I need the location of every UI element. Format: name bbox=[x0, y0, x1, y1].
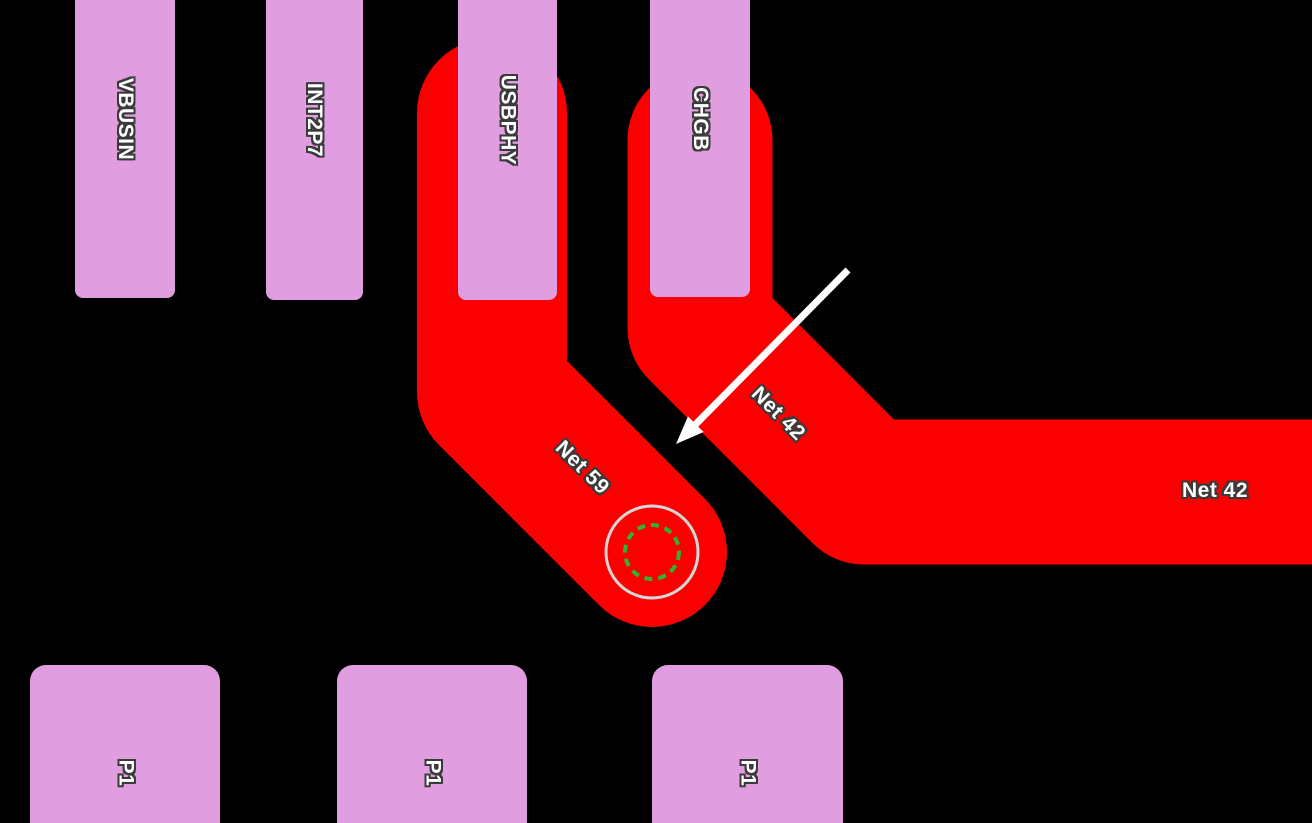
pad-int2p7[interactable]: INT2P7 bbox=[266, 0, 363, 300]
via-ring[interactable] bbox=[604, 504, 700, 600]
pad-p1-left[interactable]: P1 bbox=[30, 665, 220, 823]
net42-horizontal-label: Net 42 bbox=[1181, 479, 1249, 502]
pad-usbphy-label: USBPHY bbox=[496, 74, 520, 166]
annotation-arrow-shaft bbox=[689, 267, 851, 431]
pad-usbphy[interactable]: USBPHY bbox=[458, 0, 557, 300]
pad-p1-right[interactable]: P1 bbox=[652, 665, 843, 823]
pad-p1-middle[interactable]: P1 bbox=[337, 665, 527, 823]
via-drill-indicator bbox=[623, 523, 681, 581]
annotation-arrow-head-icon bbox=[676, 416, 704, 444]
pad-chgb[interactable]: CHGB bbox=[650, 0, 750, 297]
pad-int2p7-label: INT2P7 bbox=[303, 82, 327, 158]
pad-vbusin[interactable]: VBUSIN bbox=[75, 0, 175, 298]
pad-vbusin-label: VBUSIN bbox=[113, 77, 137, 161]
pad-chgb-label: CHGB bbox=[689, 86, 712, 151]
pad-p1-middle-label: P1 bbox=[421, 759, 444, 786]
pad-p1-left-label: P1 bbox=[114, 759, 137, 786]
pad-p1-right-label: P1 bbox=[736, 759, 760, 786]
